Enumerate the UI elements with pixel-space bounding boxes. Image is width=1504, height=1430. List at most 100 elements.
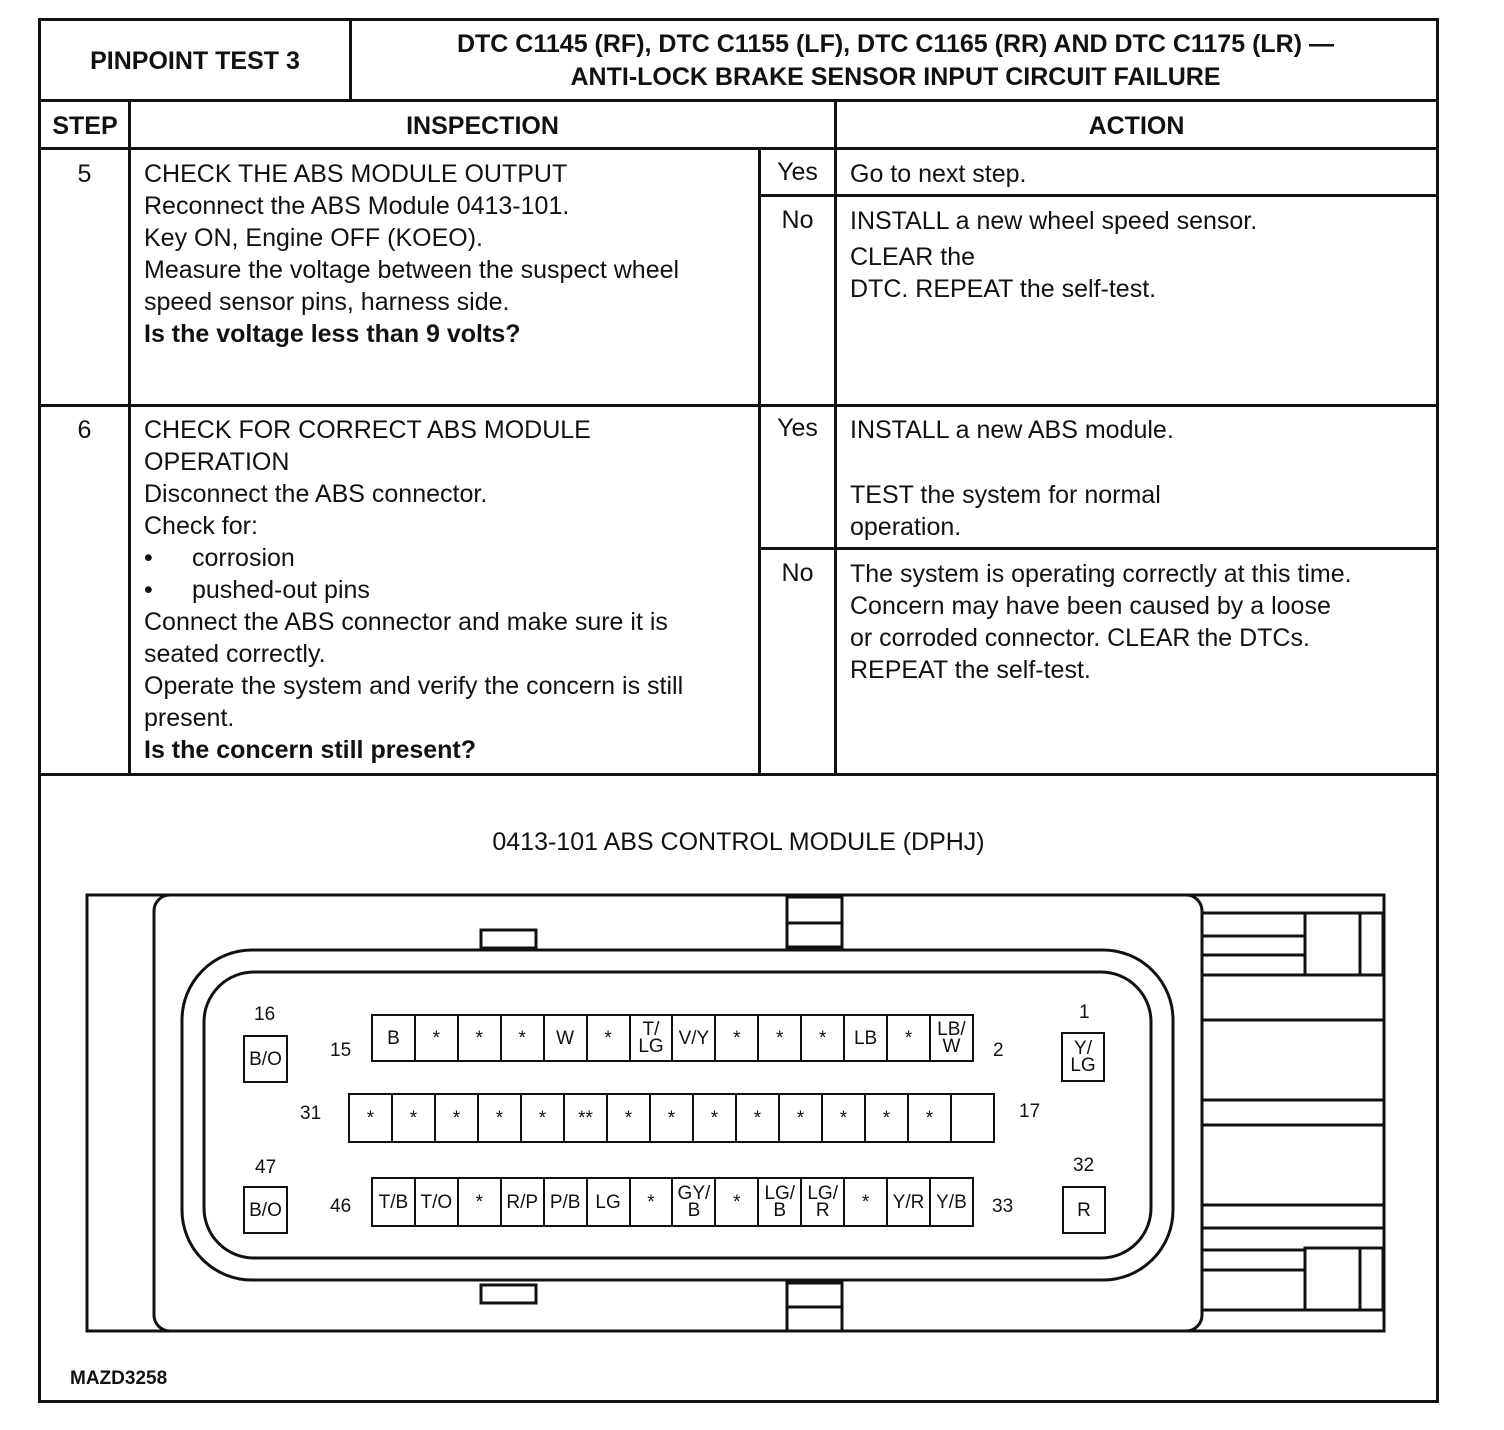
pinpoint-test-label: PINPOINT TEST 3 (41, 21, 352, 101)
pin-cavity: R/P (502, 1179, 545, 1225)
pin-color-code: LG/ (807, 1183, 838, 1204)
connector-side-lock-bottom (1303, 1246, 1385, 1312)
connector-latch-bottom (785, 1281, 844, 1309)
pin-cavity: * (823, 1095, 866, 1141)
pin-color-code: * (432, 1027, 441, 1049)
outer-frame (38, 18, 1439, 1403)
pin-color-code: * (647, 1191, 655, 1213)
step-5-yes-action: Go to next step. (850, 160, 1027, 188)
pin-color-code: LG (595, 1191, 621, 1213)
pin-row-2: *************** (348, 1093, 995, 1143)
pin-color-code: * (796, 1107, 805, 1129)
column-inspection: INSPECTION (131, 103, 834, 149)
pin-color-code: * (366, 1107, 375, 1129)
step-5-yes-label: Yes (777, 158, 818, 186)
connector-shroud-outer (180, 948, 1175, 1282)
pin-cavity: W (545, 1016, 588, 1060)
step-6-no-action-line: Concern may have been caused by a loose (850, 592, 1331, 620)
step-6-yes-action-line: operation. (850, 513, 962, 541)
pin-color-code: R/P (506, 1191, 539, 1213)
step-6-bullet-text: pushed-out pins (192, 576, 370, 604)
pin-color-code: * (904, 1027, 913, 1049)
pin-cavity: * (716, 1179, 760, 1225)
step-6-inspection: CHECK FOR CORRECT ABS MODULE OPERATION D… (144, 414, 754, 766)
step-5-inspection: CHECK THE ABS MODULE OUTPUT Reconnect th… (144, 158, 754, 350)
step-5-title: CHECK THE ABS MODULE OUTPUT (144, 160, 568, 188)
step-5-line: Measure the voltage between the suspect … (144, 256, 680, 284)
pin-color-code: GY/ (677, 1183, 711, 1204)
pin-color-code: * (452, 1107, 461, 1129)
pin-cavity: * (845, 1179, 889, 1225)
step-6-yes-action-line: TEST the system for normal (850, 481, 1161, 509)
pin-1-color: Y/ (1074, 1038, 1092, 1059)
pin-number-label: 46 (330, 1196, 352, 1217)
divider-step (128, 102, 131, 775)
pin-color-code: ** (578, 1107, 593, 1129)
pin-color-code: * (818, 1027, 827, 1049)
pin-cavity: GY/B (673, 1179, 717, 1225)
pin-number-label: 47 (255, 1157, 277, 1178)
pin-number-label: 1 (1079, 1002, 1090, 1023)
pin-number-label: 15 (330, 1040, 352, 1061)
step-6-bullet: •pushed-out pins (144, 576, 370, 604)
step-6-no-action-line: REPEAT the self-test. (850, 656, 1091, 684)
pin-color-code: B (387, 1027, 400, 1049)
pin-16-box: B/O (243, 1035, 288, 1083)
pin-cavity: T/B (373, 1179, 416, 1225)
pin-color-code: * (538, 1107, 547, 1129)
pin-cavity: * (522, 1095, 565, 1141)
pin-cavity: Y/R (888, 1179, 931, 1225)
pin-color-code: * (475, 1027, 483, 1049)
pin-number-label: 17 (1019, 1101, 1041, 1122)
step-5-question: Is the voltage less than 9 volts? (144, 320, 521, 348)
pin-cavity: * (479, 1095, 522, 1141)
connector-side-window-1 (1200, 1018, 1386, 1102)
step-5-no-action-line: DTC. REPEAT the self-test. (850, 275, 1157, 303)
pin-cavity: T/O (416, 1179, 459, 1225)
step-6-line: Check for: (144, 512, 258, 540)
pin-color-code: * (475, 1191, 483, 1213)
connector-body (152, 893, 1204, 1333)
pin-cavity: Y/B (931, 1179, 972, 1225)
column-action: ACTION (837, 103, 1436, 149)
pin-color-code: LG/ (764, 1183, 796, 1204)
step-6-title: CHECK FOR CORRECT ABS MODULE (144, 416, 591, 444)
divider-yesno (758, 150, 761, 775)
pin-cavity: * (651, 1095, 694, 1141)
connector-key-bottom (479, 1283, 538, 1305)
divider-step5-6 (38, 404, 1439, 407)
pin-number-label: 16 (254, 1004, 276, 1025)
step-5-no-label: No (781, 206, 814, 234)
pin-cavity (952, 1095, 993, 1141)
figure-id: MAZD3258 (70, 1368, 168, 1389)
pin-number-label: 2 (993, 1040, 1004, 1061)
pin-color-code: Y/R (892, 1191, 925, 1213)
pin-cavity: * (608, 1095, 651, 1141)
pin-cavity: LB/W (931, 1016, 972, 1060)
step-5-no-action: INSTALL a new wheel speed sensor. CLEAR … (850, 205, 1257, 305)
step-6-title: OPERATION (144, 448, 290, 476)
pin-color-code: * (495, 1107, 504, 1129)
step-6-line: Disconnect the ABS connector. (144, 480, 488, 508)
step-6-no-action-line: or corroded connector. CLEAR the DTCs. (850, 624, 1310, 652)
pin-color-code: * (409, 1107, 418, 1129)
step-5-number: 5 (77, 160, 92, 188)
step-6-bullet-text: corrosion (192, 544, 295, 572)
pin-32-box: R (1062, 1186, 1106, 1234)
pin-color-code: * (861, 1191, 870, 1213)
pin-number-label: 32 (1073, 1155, 1095, 1176)
step-6-question: Is the concern still present? (144, 736, 477, 764)
pin-1-box: Y/ LG (1061, 1032, 1105, 1082)
pin-cavity: * (631, 1179, 674, 1225)
step-5-line: Reconnect the ABS Module 0413-101. (144, 192, 570, 220)
pin-color-code: LG (638, 1036, 664, 1057)
column-header-row (38, 102, 1439, 150)
header-row (38, 18, 1439, 102)
pin-color-code: LB/ (937, 1019, 966, 1040)
connector-side-lock-top (1303, 911, 1385, 977)
connector-latch-bottom-2 (785, 1305, 844, 1333)
pin-number-label: 31 (300, 1103, 322, 1124)
pin-cavity: * (350, 1095, 393, 1141)
